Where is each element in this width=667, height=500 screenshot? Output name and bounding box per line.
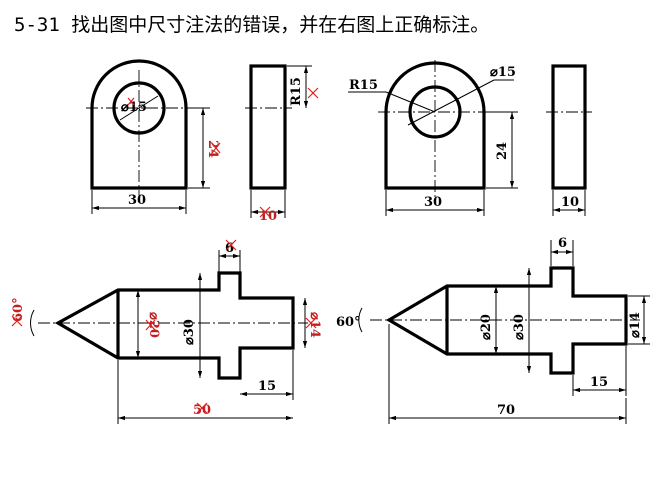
- bl-angle: 60°: [11, 297, 26, 322]
- error-marks-bottom: [11, 239, 317, 414]
- top-left-front-view: ⌀15 30 24: [86, 59, 220, 214]
- bl-flange: 6: [225, 241, 234, 256]
- br-dia30: ⌀30: [512, 314, 527, 340]
- tr-width: 30: [424, 195, 442, 210]
- br-total: 70: [497, 403, 515, 418]
- exercise-title: 5-31 找出图中尺寸注法的错误，并在右图上正确标注。: [14, 14, 490, 36]
- tl-hole-dia: ⌀15: [121, 100, 147, 115]
- bl-total: 50: [193, 403, 211, 418]
- tr-hole-dia: ⌀15: [490, 65, 516, 80]
- br-flange: 6: [558, 236, 567, 251]
- tr-thickness: 10: [561, 195, 579, 210]
- tl-thickness: 10: [259, 209, 277, 224]
- br-length15: 15: [590, 375, 608, 390]
- tl-height: 24: [205, 140, 220, 158]
- tl-width: 30: [128, 193, 146, 208]
- br-dia20: ⌀20: [479, 314, 494, 340]
- top-right-front-view: R15 ⌀15 24 30: [348, 60, 518, 216]
- tr-radius: R15: [349, 78, 378, 93]
- top-right-side-view: 10: [546, 64, 592, 216]
- bl-length15: 15: [258, 379, 276, 394]
- bl-dia20: ⌀20: [146, 312, 161, 338]
- error-marks-top: [127, 87, 319, 218]
- top-left-side-view: R15 10: [245, 64, 312, 224]
- bottom-right-shaft: 60° ⌀20 ⌀30 ⌀14 6 15 70: [336, 236, 650, 424]
- tl-side-radius: R15: [289, 77, 304, 106]
- bl-dia14: ⌀14: [307, 312, 322, 338]
- br-dia14: ⌀14: [628, 312, 643, 338]
- tr-height: 24: [495, 142, 510, 160]
- bottom-left-shaft: 60° ⌀20 ⌀30 ⌀14 6 15 50: [11, 241, 322, 424]
- bl-dia30: ⌀30: [182, 319, 197, 345]
- br-angle: 60°: [336, 315, 361, 330]
